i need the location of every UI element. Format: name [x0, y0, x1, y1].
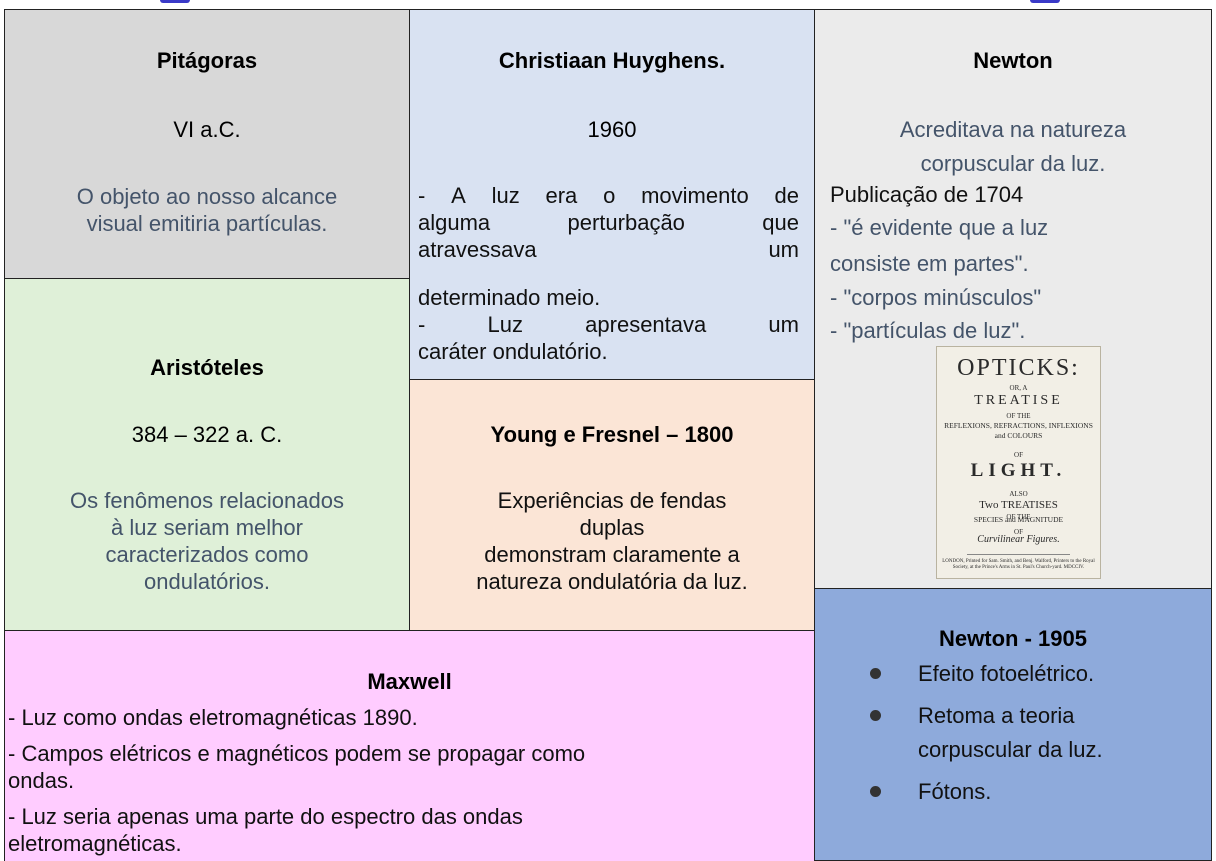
newton-publication: Publicação de 1704 [830, 182, 1024, 207]
word: - [418, 183, 426, 208]
pitagoras-date: VI a.C. [173, 117, 241, 142]
book-also: ALSO [1009, 490, 1028, 498]
huyghens-text-line: alguma perturbação que [418, 209, 799, 236]
young-title: Young e Fresnel – 1800 [490, 422, 734, 447]
opticks-title-page-image: OPTICKS: OR, A TREATISE OF THE REFLEXION… [936, 346, 1101, 579]
word: A [451, 183, 466, 208]
newton-title: Newton [973, 48, 1053, 73]
aristoteles-text-line: Os fenômenos relacionados [70, 488, 344, 513]
book-two-treatises: Two TREATISES [979, 499, 1058, 511]
book-light: LIGHT. [970, 460, 1067, 481]
huyghens-text-line: - A luz era o movimento de [418, 182, 799, 209]
word: atravessava [418, 237, 537, 262]
word: luz [491, 183, 520, 208]
word: - [418, 312, 426, 337]
huyghens-text-line: atravessava um [418, 236, 799, 263]
young-text-line: natureza ondulatória da luz. [476, 569, 748, 594]
newton-1905-title: Newton - 1905 [939, 626, 1087, 651]
aristoteles-text-line: ondulatórios. [144, 569, 270, 594]
newton-1905-cell [814, 588, 1212, 861]
word: o [603, 183, 616, 208]
top-strip [0, 0, 1216, 10]
word: perturbação [567, 210, 685, 235]
cropped-text-fragment [160, 0, 190, 3]
young-text-line: duplas [579, 515, 645, 540]
word: era [545, 183, 578, 208]
word: de [774, 183, 799, 208]
book-figures: Curvilinear Figures. [977, 534, 1060, 545]
aristoteles-title: Aristóteles [150, 355, 264, 380]
book-title: OPTICKS: [957, 355, 1080, 381]
word: movimento [641, 183, 749, 208]
bullet-text: corpuscular da luz. [918, 737, 1103, 762]
huyghens-text-line: caráter ondulatório. [418, 338, 799, 365]
pitagoras-title: Pitágoras [156, 48, 258, 73]
pitagoras-text-line: visual emitiria partículas. [86, 211, 328, 236]
newton-quote-line: - "partículas de luz". [830, 318, 1026, 343]
book-rule [967, 554, 1070, 555]
book-species: SPECIES and MAGNITUDE [973, 515, 1064, 524]
word: apresentava [585, 312, 707, 337]
bullet-icon [870, 786, 881, 797]
book-of: OF [1014, 451, 1023, 459]
book-of-the: OF THE [1006, 412, 1031, 420]
bullet-text: Efeito fotoelétrico. [918, 661, 1095, 686]
huyghens-cell [409, 9, 815, 380]
huyghens-title: Christiaan Huyghens. [498, 48, 726, 73]
word: determinado meio. [418, 285, 601, 310]
word: alguma [418, 210, 491, 235]
bullet-icon [870, 668, 881, 679]
huyghens-text-line: determinado meio. [418, 284, 799, 311]
word: um [768, 237, 799, 262]
word: caráter ondulatório. [418, 339, 608, 364]
word: um [768, 312, 799, 337]
maxwell-text-line: eletromagnéticas. [8, 831, 182, 856]
book-of-the: OF THE [1006, 513, 1031, 521]
book-subjects: REFLEXIONS, REFRACTIONS, INFLEXIONS and … [944, 421, 1093, 440]
young-text-line: Experiências de fendas [497, 488, 727, 513]
maxwell-text-line: - Luz seria apenas uma parte do espectro… [8, 804, 523, 829]
young-fresnel-cell [409, 379, 815, 631]
young-text-line: demonstram claramente a [484, 542, 740, 567]
bullet-text: Retoma a teoria [918, 703, 1075, 728]
newton-quote-line: consiste em partes". [830, 251, 1029, 276]
pitagoras-text-line: O objeto ao nosso alcance [76, 184, 338, 209]
aristoteles-text-line: à luz seriam melhor [111, 515, 303, 540]
word: que [762, 210, 799, 235]
maxwell-cell [4, 630, 815, 861]
huyghens-text-line: - Luz apresentava um [418, 311, 799, 338]
bullet-text: Fótons. [918, 779, 992, 804]
bullet-icon [870, 710, 881, 721]
book-of: OF [1014, 528, 1023, 536]
maxwell-text-line: - Campos elétricos e magnéticos podem se… [8, 741, 586, 766]
aristoteles-text-line: caracterizados como [105, 542, 309, 567]
aristoteles-date: 384 – 322 a. C. [131, 422, 283, 447]
pitagoras-cell [4, 9, 410, 279]
maxwell-text-line: - Luz como ondas eletromagnéticas 1890. [8, 705, 418, 730]
book-treatise: TREATISE [974, 393, 1063, 408]
huyghens-date: 1960 [587, 117, 637, 142]
newton-quote-line: - "corpos minúsculos" [830, 285, 1042, 310]
book-or-a: OR, A [1009, 384, 1028, 392]
word: Luz [487, 312, 523, 337]
maxwell-title: Maxwell [367, 669, 452, 694]
newton-belief-line: corpuscular da luz. [920, 151, 1106, 176]
newton-belief-line: Acreditava na natureza [899, 117, 1127, 142]
book-imprint: LONDON, Printed for Sam. Smith, and Benj… [942, 559, 1095, 570]
aristoteles-cell [4, 278, 410, 631]
maxwell-text-line: ondas. [8, 768, 75, 793]
newton-quote-line: - "é evidente que a luz [830, 215, 1049, 240]
cropped-text-fragment [1030, 0, 1060, 3]
